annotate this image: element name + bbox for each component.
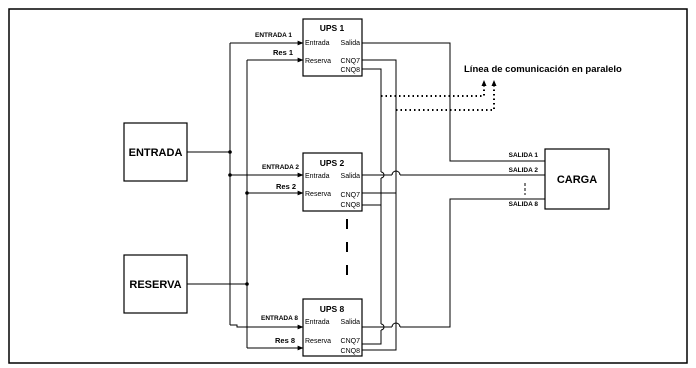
- entrada-block-label: ENTRADA: [129, 147, 183, 159]
- ups-2-reserva-port: Reserva: [305, 191, 331, 198]
- ups-2-cnq7-port: CNQ7: [341, 192, 361, 199]
- ups-2: UPS 2 Entrada Salida Reserva CNQ7 CNQ8: [302, 152, 363, 212]
- salida-8-label: SALIDA 8: [509, 201, 539, 208]
- ups-8-entrada-port: Entrada: [305, 319, 330, 326]
- ups-8-cnq8-port: CNQ8: [341, 348, 361, 355]
- ups-1-entrada-port: Entrada: [305, 40, 330, 47]
- reserva-block: RESERVA: [123, 254, 188, 314]
- junction-dot: [245, 282, 249, 286]
- reserva-bus: [187, 60, 248, 348]
- ups-1-title: UPS 1: [320, 23, 345, 33]
- ups-2-title: UPS 2: [320, 158, 345, 168]
- ups-1: UPS 1 Entrada Salida Reserva CNQ7 CNQ8: [302, 18, 363, 77]
- entrada-1-label: ENTRADA 1: [255, 32, 292, 39]
- res-1-label: Res 1: [273, 48, 293, 57]
- parallel-comm-label: Línea de comunicación en paralelo: [464, 64, 622, 75]
- ups-1-cnq8-port: CNQ8: [341, 67, 361, 74]
- junction-dot: [228, 150, 232, 154]
- res-8-label: Res 8: [275, 336, 295, 345]
- ups-8-title: UPS 8: [320, 304, 345, 314]
- ups-8-reserva-port: Reserva: [305, 338, 331, 345]
- ups-1-reserva-port: Reserva: [305, 58, 331, 65]
- ups-8: UPS 8 Entrada Salida Reserva CNQ7 CNQ8: [302, 298, 363, 357]
- outer-frame: [8, 8, 688, 364]
- ups-1-cnq7-port: CNQ7: [341, 58, 361, 65]
- parallel-bus: [362, 59, 397, 351]
- ups-2-entrada-port: Entrada: [305, 173, 330, 180]
- res-2-label: Res 2: [276, 182, 296, 191]
- entrada-block: ENTRADA: [123, 122, 188, 182]
- entrada-2-label: ENTRADA 2: [262, 164, 299, 171]
- salida-1-label: SALIDA 1: [509, 152, 539, 159]
- salida-2-label: SALIDA 2: [509, 167, 539, 174]
- reserva-block-label: RESERVA: [129, 279, 181, 291]
- entrada-8-label: ENTRADA 8: [261, 315, 298, 322]
- ups-8-salida-port: Salida: [341, 319, 361, 326]
- ups-1-salida-port: Salida: [341, 40, 361, 47]
- carga-block: CARGA: [544, 148, 610, 210]
- parallel-comm-dotted: [381, 84, 495, 111]
- entrada-bus: [187, 43, 231, 325]
- ups-2-salida-port: Salida: [341, 173, 361, 180]
- ups-8-cnq7-port: CNQ7: [341, 338, 361, 345]
- carga-block-label: CARGA: [557, 174, 597, 186]
- ups-2-cnq8-port: CNQ8: [341, 202, 361, 209]
- salida-lines: [362, 42, 545, 328]
